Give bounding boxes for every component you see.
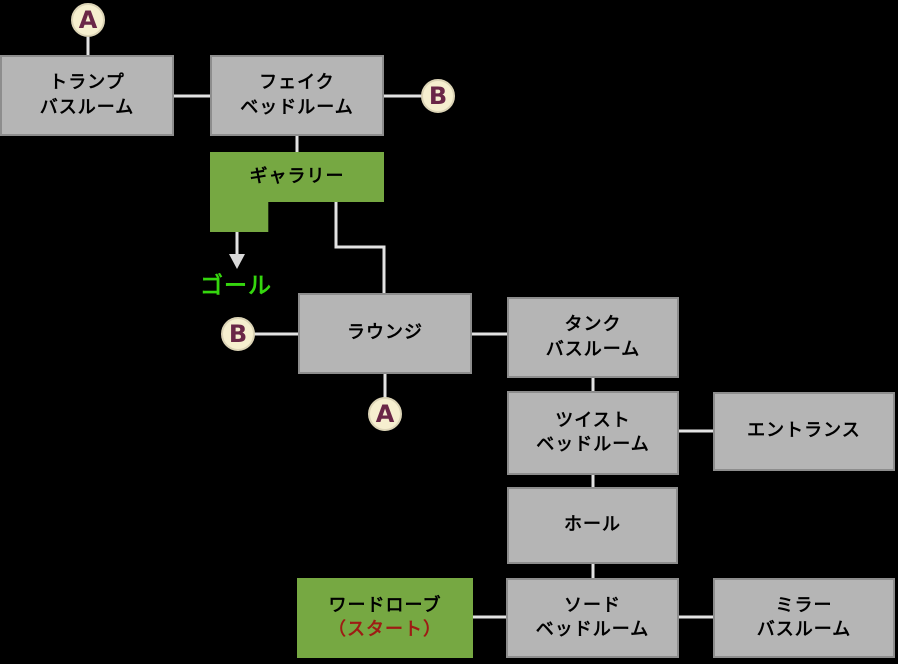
badge-b-fake-bedroom: B: [421, 79, 455, 113]
room-label: ギャラリー: [249, 165, 345, 187]
goal-label: ゴール: [200, 273, 272, 299]
room-label: ツイスト: [555, 409, 631, 431]
room-trump-bathroom: トランプ バスルーム: [0, 55, 174, 136]
room-label: バスルーム: [756, 619, 852, 640]
room-label: バスルーム: [545, 338, 641, 360]
room-sword-bedroom: ソード ベッドルーム: [506, 578, 679, 658]
badge-letter: A: [78, 6, 98, 34]
room-label: バスルーム: [39, 96, 135, 118]
room-label: タンク: [564, 314, 622, 336]
room-lounge: ラウンジ: [298, 293, 472, 374]
room-label: ベッドルーム: [536, 434, 650, 455]
badge-letter: A: [375, 400, 395, 428]
room-label: フェイク: [259, 72, 335, 94]
room-label: ミラー: [775, 594, 833, 616]
room-label: ワードローブ: [328, 594, 442, 616]
room-label: ベッドルーム: [240, 96, 354, 118]
badge-letter: B: [428, 82, 448, 110]
badge-a-top: A: [71, 3, 105, 37]
room-label: ソード: [564, 594, 621, 616]
room-entrance: エントランス: [713, 392, 895, 471]
badge-a-lounge: A: [368, 397, 402, 431]
badge-b-lounge: B: [221, 317, 255, 351]
room-hall: ホール: [507, 487, 678, 564]
goal-arrow-head-icon: [229, 254, 245, 269]
room-mirror-bathroom: ミラー バスルーム: [713, 578, 895, 658]
room-label: ホール: [564, 514, 621, 536]
connector-gallery-lounge: [334, 200, 386, 295]
room-wardrobe-start: ワードローブ （スタート）: [297, 578, 473, 658]
room-tank-bathroom: タンク バスルーム: [507, 297, 679, 378]
room-twist-bedroom: ツイスト ベッドルーム: [507, 391, 679, 475]
room-label: トランプ: [49, 72, 125, 94]
gallery-label-area: ギャラリー: [210, 152, 384, 202]
start-label: （スタート）: [328, 619, 442, 640]
room-label: エントランス: [747, 420, 861, 442]
room-label: ラウンジ: [347, 322, 423, 344]
room-fake-bedroom: フェイク ベッドルーム: [210, 55, 384, 136]
badge-letter: B: [228, 320, 248, 348]
room-label: ベッドルーム: [535, 619, 650, 640]
